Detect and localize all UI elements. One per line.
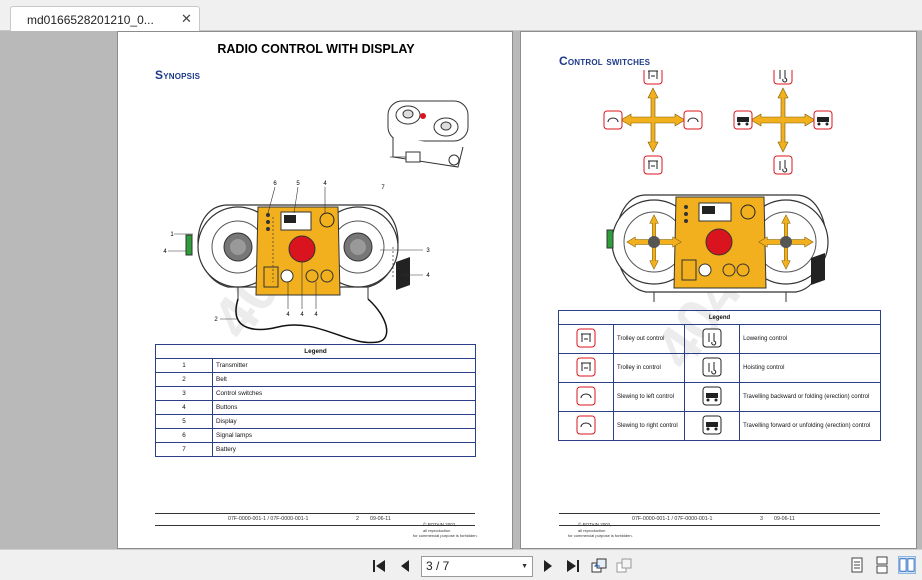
callout-4-top: 4 xyxy=(323,181,327,187)
callout-4-bottom-a: 4 xyxy=(286,312,290,318)
slew-left-icon xyxy=(603,110,623,130)
callout-1: 1 xyxy=(170,232,174,238)
section-title-synopsis: Synopsis xyxy=(155,68,201,82)
travel-backward-icon xyxy=(733,110,753,130)
lowering-icon xyxy=(773,70,793,85)
page-3: Control switches 4044 xyxy=(520,31,917,549)
table-row: Slewing to left control Travelling backw… xyxy=(558,382,881,412)
tab-title: md0166528201210_0... xyxy=(27,13,154,27)
callout-6: 6 xyxy=(273,181,277,187)
chevron-down-icon: ▼ xyxy=(521,563,528,570)
page-2: RADIO CONTROL WITH DISPLAY Synopsis 4044 xyxy=(117,31,513,549)
document-tab[interactable]: md0166528201210_0... ✕ xyxy=(10,6,200,32)
lowering-icon xyxy=(702,328,722,348)
slew-right-icon xyxy=(683,110,703,130)
trolley-in-icon xyxy=(576,357,596,377)
footer-copyright: © POTAIN 2002, xyxy=(578,522,612,527)
page-indicator: 3 / 7 xyxy=(426,559,450,573)
footer-rights: all reproduction xyxy=(578,528,606,533)
travel-forward-icon xyxy=(813,110,833,130)
navigation-toolbar: 3 / 7 ▼ xyxy=(0,549,922,580)
callout-5: 5 xyxy=(296,181,300,187)
single-page-view-icon[interactable] xyxy=(848,556,866,574)
section-title-control-switches: Control switches xyxy=(559,54,651,68)
footer-rule-2 xyxy=(155,525,475,526)
travel-forward-icon xyxy=(702,415,722,435)
transmitter-3d-view xyxy=(387,100,469,168)
transmitter-diagram: 6 5 4 7 1 4 3 4 4 4 4 2 xyxy=(163,100,469,344)
next-page-icon[interactable] xyxy=(539,558,557,574)
transmitter-front-view xyxy=(168,186,423,344)
table-row: Slewing to right control Travelling forw… xyxy=(558,411,881,441)
callout-4-bottom-b: 4 xyxy=(300,312,304,318)
document-viewer[interactable]: RADIO CONTROL WITH DISPLAY Synopsis 4044 xyxy=(0,31,922,549)
footer-rule-2 xyxy=(559,525,880,526)
previous-page-icon[interactable] xyxy=(396,558,414,574)
footer-page-number: 2 xyxy=(356,516,359,522)
trolley-out-icon xyxy=(643,70,663,85)
hoisting-icon xyxy=(773,155,793,175)
footer-date: 09-06-11 xyxy=(774,516,795,522)
table-row: Trolley out control Lowering control xyxy=(558,324,881,354)
control-switch-diagram xyxy=(603,70,833,302)
footer-date: 09-06-11 xyxy=(370,516,391,522)
left-lever-directions xyxy=(620,87,686,153)
footer-rights-2: for commercial purpose is forbidden. xyxy=(568,533,633,538)
callout-3: 3 xyxy=(426,248,430,254)
two-page-view-icon[interactable] xyxy=(898,556,916,574)
legend-header: Legend xyxy=(558,310,881,325)
last-page-icon[interactable] xyxy=(563,558,581,574)
go-back-view-icon[interactable] xyxy=(590,558,608,574)
page-title: RADIO CONTROL WITH DISPLAY xyxy=(217,42,415,56)
trolley-in-icon xyxy=(643,155,663,175)
footer-page-number: 3 xyxy=(760,516,763,522)
first-page-icon[interactable] xyxy=(371,558,389,574)
footer-reference: 07F-0000-001-1 / 07F-0000-001-1 xyxy=(228,516,309,522)
legend-header: Legend xyxy=(155,344,476,359)
transmitter-front-view xyxy=(606,194,829,302)
footer-reference: 07F-0000-001-1 / 07F-0000-001-1 xyxy=(632,516,713,522)
right-lever-directions xyxy=(750,87,816,153)
callout-7: 7 xyxy=(381,185,385,191)
footer-rule xyxy=(559,513,880,514)
trolley-out-icon xyxy=(576,328,596,348)
slew-left-icon xyxy=(576,386,596,406)
footer-rights-2: for commercial purpose is forbidden. xyxy=(413,533,478,538)
footer-rights: all reproduction xyxy=(423,528,451,533)
go-forward-view-icon[interactable] xyxy=(615,558,633,574)
callout-4-bottom-c: 4 xyxy=(314,312,318,318)
page-number-select[interactable]: 3 / 7 ▼ xyxy=(421,556,533,577)
callout-2: 2 xyxy=(214,317,218,323)
footer-rule xyxy=(155,513,475,514)
continuous-view-icon[interactable] xyxy=(873,556,891,574)
close-icon[interactable]: ✕ xyxy=(181,11,192,26)
slew-right-icon xyxy=(576,415,596,435)
hoisting-icon xyxy=(702,357,722,377)
callout-4-left: 4 xyxy=(163,249,167,255)
legend-table-control-switches: Legend Trolley out control Lowering cont… xyxy=(558,310,881,441)
footer-copyright: © POTAIN 2002, xyxy=(423,522,457,527)
callout-4-right: 4 xyxy=(426,273,430,279)
tab-bar: md0166528201210_0... ✕ xyxy=(0,0,922,32)
travel-backward-icon xyxy=(702,386,722,406)
table-row: Trolley in control Hoisting control xyxy=(558,353,881,383)
